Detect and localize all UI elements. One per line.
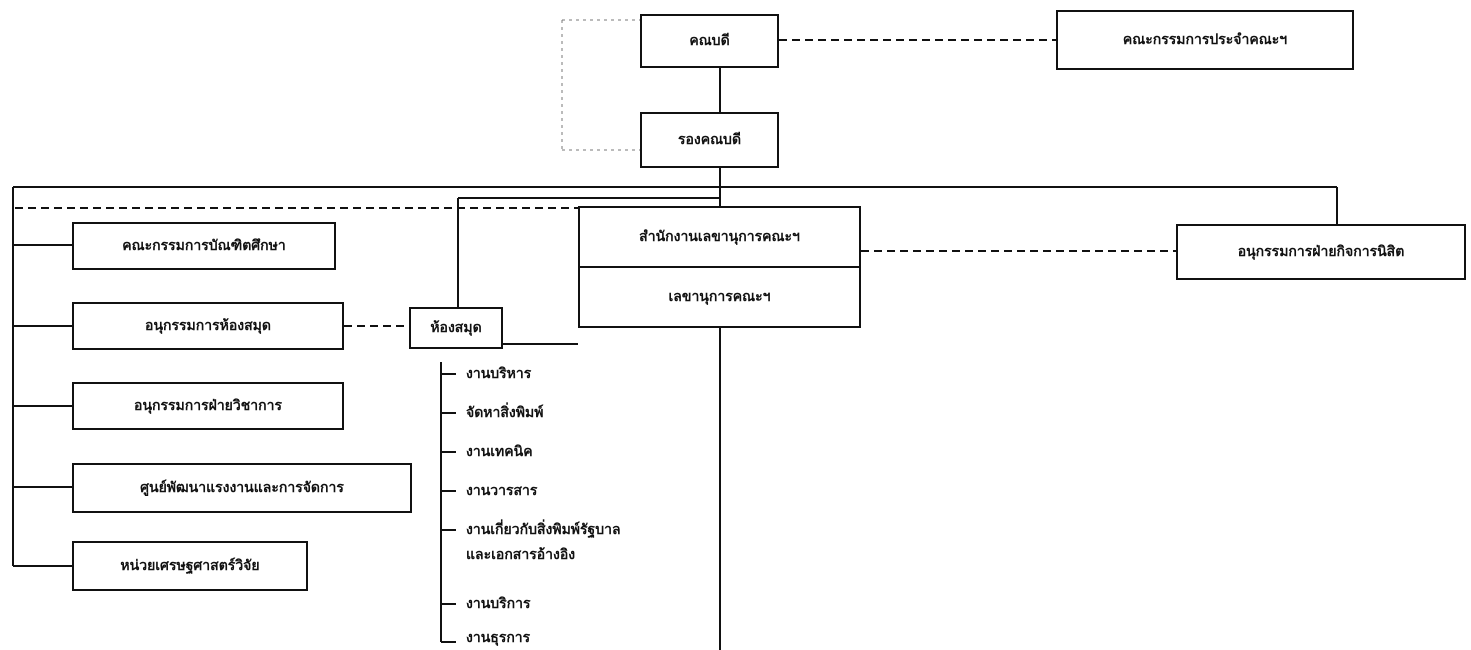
left-unit-box: อนุกรรมการห้องสมุด <box>72 302 344 350</box>
left-unit-box: หน่วยเศรษฐศาสตร์วิจัย <box>72 541 308 591</box>
library-box: ห้องสมุด <box>409 307 503 349</box>
faculty-committee-box: คณะกรรมการประจำคณะฯ <box>1056 10 1354 70</box>
library-section: งานบริการ <box>466 596 531 612</box>
faculty-committee-label: คณะกรรมการประจำคณะฯ <box>1122 32 1288 48</box>
secretary-office-box: สำนักงานเลขานุการคณะฯ เลขานุการคณะฯ <box>578 206 861 328</box>
library-label: ห้องสมุด <box>430 320 482 336</box>
student-affairs-label: อนุกรรมการฝ่ายกิจการนิสิต <box>1237 244 1405 260</box>
library-section: งานบริหาร <box>466 366 532 382</box>
deputy-dean-box: รองคณบดี <box>640 112 779 168</box>
secretary-office-label: สำนักงานเลขานุการคณะฯ <box>639 229 800 245</box>
dean-box: คณบดี <box>640 14 779 68</box>
student-affairs-box: อนุกรรมการฝ่ายกิจการนิสิต <box>1176 224 1466 280</box>
dean-label: คณบดี <box>689 33 730 49</box>
left-unit-box: อนุกรรมการฝ่ายวิชาการ <box>72 382 344 430</box>
library-section: จัดหาสิ่งพิมพ์ <box>466 405 544 421</box>
left-unit-label: อนุกรรมการห้องสมุด <box>145 318 271 334</box>
left-unit-label: อนุกรรมการฝ่ายวิชาการ <box>134 398 282 414</box>
library-section: งานเทคนิค <box>466 444 533 460</box>
left-unit-box: คณะกรรมการบัณฑิตศึกษา <box>72 222 336 270</box>
deputy-dean-label: รองคณบดี <box>677 132 742 148</box>
secretary-label: เลขานุการคณะฯ <box>668 289 771 305</box>
library-section: และเอกสารอ้างอิง <box>466 547 576 563</box>
left-unit-label: หน่วยเศรษฐศาสตร์วิจัย <box>120 558 260 574</box>
left-unit-label: ศูนย์พัฒนาแรงงานและการจัดการ <box>140 480 344 496</box>
library-section: งานธุรการ <box>466 630 531 646</box>
library-section: งานวารสาร <box>466 483 538 499</box>
library-section: งานเกี่ยวกับสิ่งพิมพ์รัฐบาล <box>466 522 621 538</box>
left-unit-box: ศูนย์พัฒนาแรงงานและการจัดการ <box>72 463 412 513</box>
left-unit-label: คณะกรรมการบัณฑิตศึกษา <box>122 238 286 254</box>
secretary-office-bottom: เลขานุการคณะฯ <box>580 266 859 326</box>
secretary-office-top: สำนักงานเลขานุการคณะฯ <box>580 208 859 266</box>
